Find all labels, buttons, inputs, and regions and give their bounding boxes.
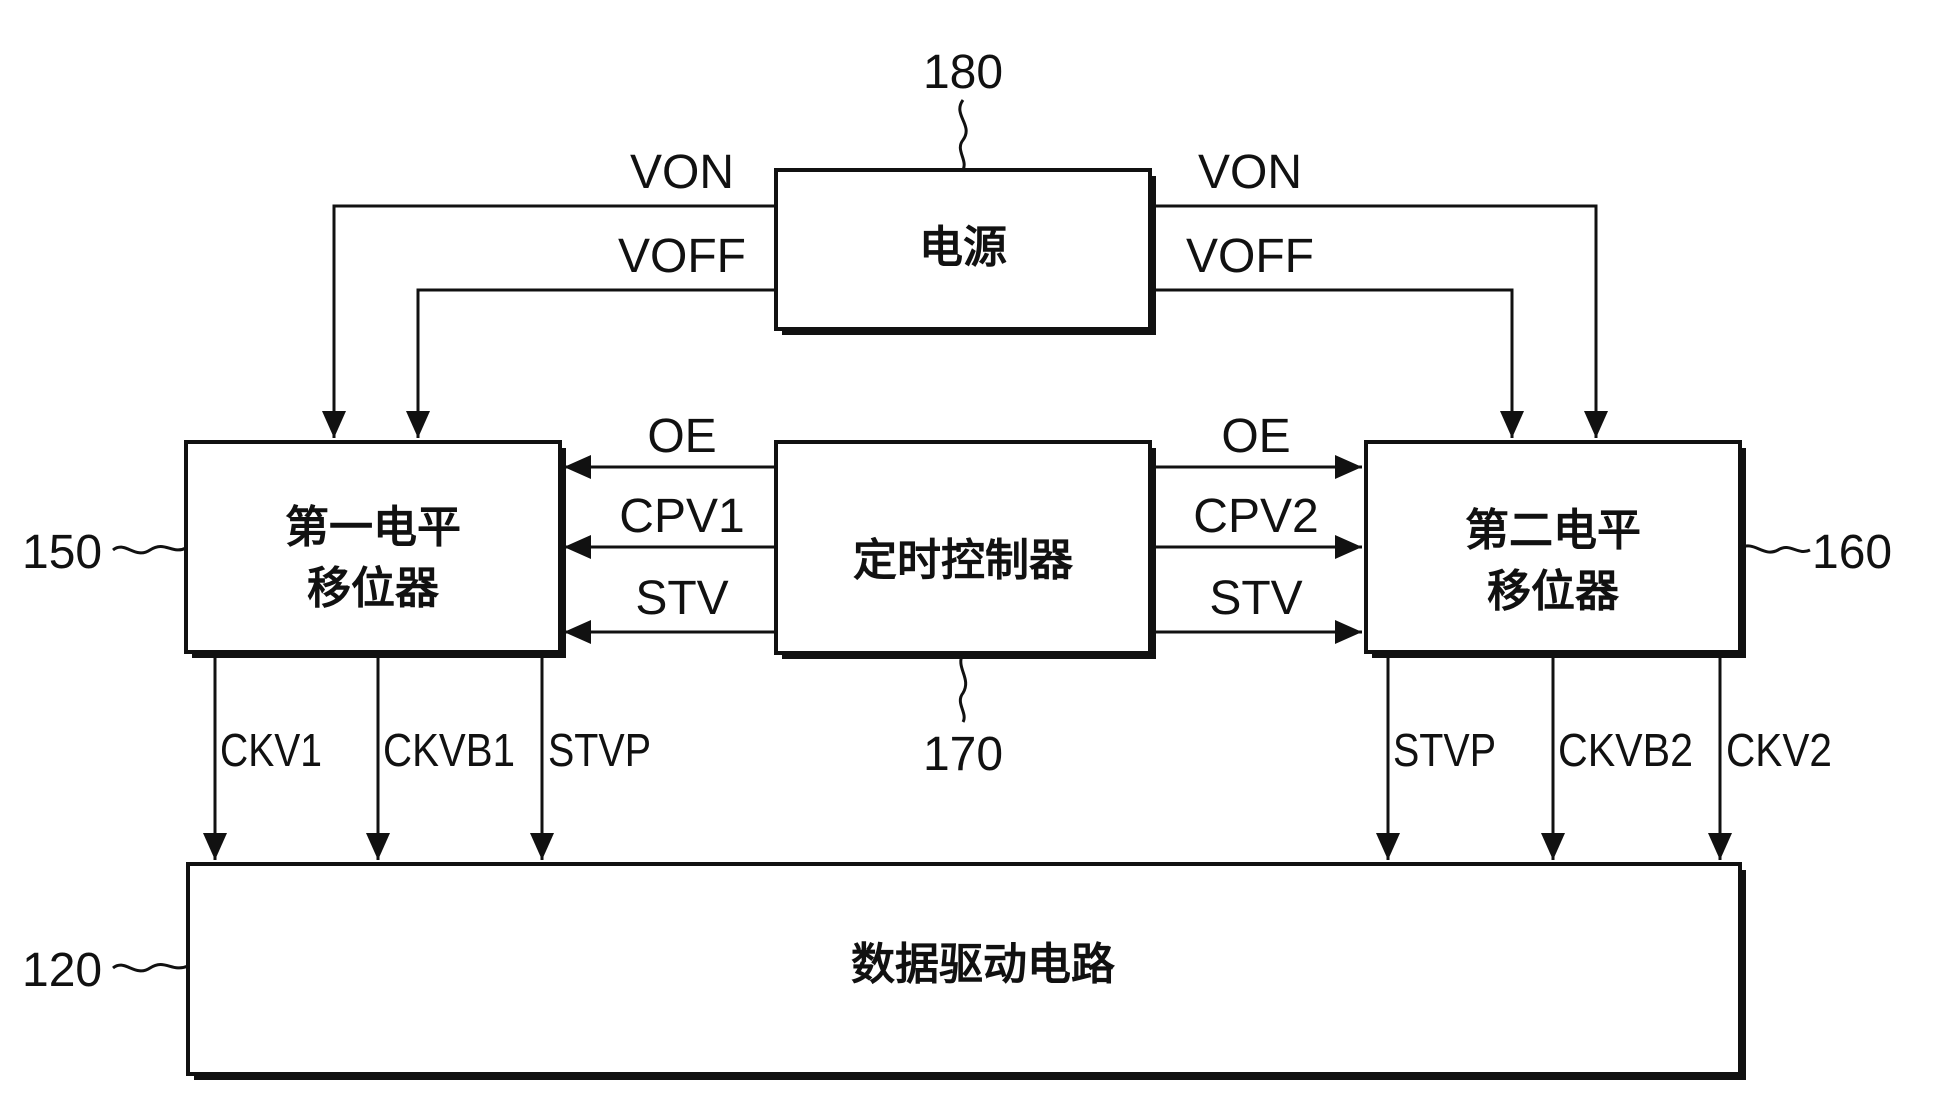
- second-level-shifter-line1: 第二电平: [1465, 505, 1641, 556]
- right-oe-label: OE: [1221, 410, 1290, 463]
- timing-controller-block: 定时控制器: [774, 440, 1156, 659]
- right-voff-wire: [1150, 288, 1524, 438]
- power-supply-leader: [958, 99, 968, 171]
- second-level-shifter-ref: 160: [1812, 526, 1892, 579]
- left-voff-wire: [406, 288, 776, 438]
- power-supply-ref: 180: [923, 46, 1003, 99]
- left-cpv1-label: CPV1: [619, 490, 744, 543]
- ckvb2-label: CKVB2: [1558, 724, 1693, 776]
- stvp-right-label: STVP: [1393, 724, 1496, 776]
- data-driver-leader: [112, 962, 189, 973]
- second-level-shifter-leader: [1739, 544, 1811, 554]
- stvp-left-label: STVP: [548, 724, 651, 776]
- data-driver-label: 数据驱动电路: [851, 939, 1116, 990]
- right-voff-label: VOFF: [1186, 230, 1314, 283]
- left-stv-label: STV: [635, 572, 728, 625]
- first-level-shifter-line1: 第一电平: [285, 502, 461, 553]
- first-level-shifter-ref: 150: [22, 526, 102, 579]
- left-voff-label: VOFF: [618, 230, 746, 283]
- ckv2-label: CKV2: [1726, 724, 1832, 776]
- second-level-shifter-line2: 移位器: [1487, 566, 1620, 617]
- first-level-shifter-leader: [112, 544, 187, 555]
- ckv1-label: CKV1: [220, 724, 322, 776]
- first-level-shifter-line2: 移位器: [307, 563, 440, 614]
- timing-controller-label: 定时控制器: [853, 535, 1074, 586]
- right-von-label: VON: [1198, 146, 1302, 199]
- left-von-label: VON: [630, 146, 734, 199]
- power-supply-block: 电源: [774, 168, 1156, 335]
- data-driver-ref: 120: [22, 944, 102, 997]
- second-level-shifter-block: 第二电平 移位器: [1364, 440, 1746, 658]
- ckvb1-label: CKVB1: [383, 724, 515, 776]
- right-von-wire: [1150, 204, 1608, 438]
- power-supply-label: 电源: [919, 222, 1007, 273]
- timing-controller-leader: [958, 652, 968, 723]
- first-level-shifter-block: 第一电平 移位器: [184, 440, 566, 658]
- left-von-wire: [322, 204, 776, 438]
- timing-controller-ref: 170: [923, 728, 1003, 781]
- right-cpv2-label: CPV2: [1193, 490, 1318, 543]
- data-driver-block: 数据驱动电路: [186, 862, 1746, 1080]
- left-oe-label: OE: [647, 410, 716, 463]
- right-stv-label: STV: [1209, 572, 1302, 625]
